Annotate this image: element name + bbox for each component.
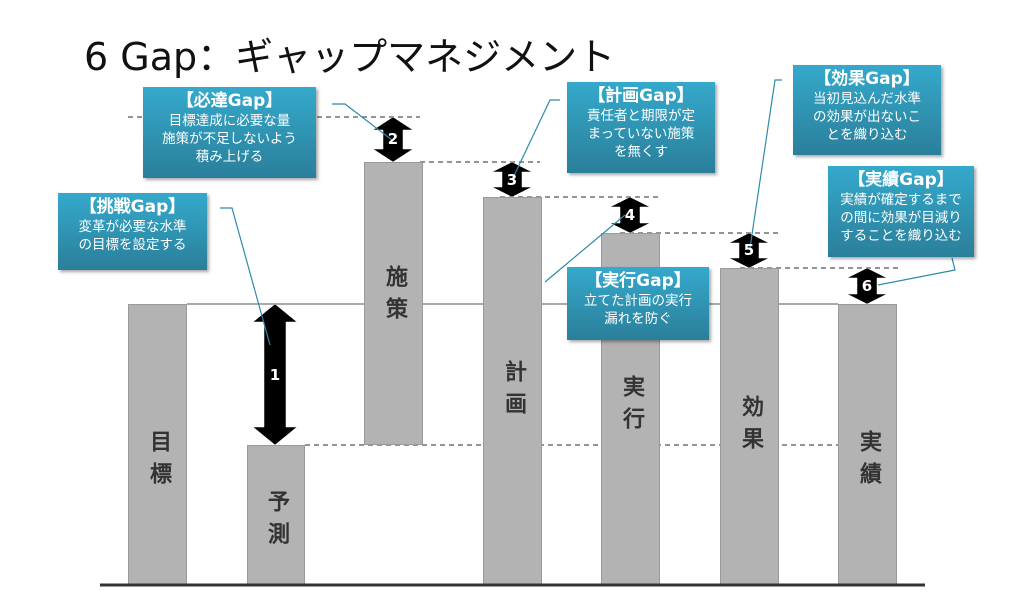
gap-number-5: 5 [743,241,755,259]
bar-forecast [247,445,305,585]
callout-line: 変革が必要な水準 [78,219,187,235]
gap-number-6: 6 [861,277,873,295]
callout-line: 実績が確定するまで [840,192,962,208]
gap-number-3: 3 [506,171,518,189]
callout-line: とを織り込む [826,127,908,143]
gap-arrow-5 [728,232,770,269]
callout-line: 施策が不足しないよう [162,131,297,147]
callout-line: の目標を設定する [78,237,187,253]
bar-actual [838,304,897,585]
callout-line: することを織り込む [840,228,962,244]
bar-target [128,304,187,585]
callout-heading: 【実行Gap】 [585,271,691,291]
callout-hittatsu-gap: 【必達Gap】 目標達成に必要な量 施策が不足しないよう 積み上げる [143,87,316,178]
bar-label-forecast: 予測 [264,490,289,554]
bar-label-effect: 効果 [738,395,763,459]
page-title: 6 Gap：ギャップマネジメント [84,35,616,79]
bar-measures [364,162,423,445]
callout-heading: 【計画Gap】 [588,86,694,106]
bar-label-execution: 実行 [619,375,644,439]
callout-jikkou-gap: 【実行Gap】 立てた計画の実行 漏れを防ぐ [567,267,709,340]
callout-line: 立てた計画の実行 [584,293,692,309]
bar-label-actual: 実績 [856,430,881,494]
gap-number-2: 2 [387,130,399,148]
bar-label-measures: 施策 [382,265,407,329]
callout-line: 積み上げる [195,149,264,165]
callout-heading: 【必達Gap】 [176,91,283,111]
callout-line: 責任者と期限が定 [587,108,695,124]
callout-heading: 【効果Gap】 [814,69,920,89]
callout-keikaku-gap: 【計画Gap】 責任者と期限が定 まっていない施策 を無くす [567,82,715,173]
leader-lines [220,79,956,346]
bar-label-target: 目標 [146,430,171,494]
callout-line: まっていない施策 [587,126,695,142]
gap-arrow-1 [252,303,298,446]
callout-line: 目標達成に必要な量 [168,113,291,129]
callout-chousen-gap: 【挑戦Gap】 変革が必要な水準 の目標を設定する [58,193,207,270]
gap-arrow-6 [846,267,888,305]
callout-heading: 【挑戦Gap】 [79,197,186,217]
gap-number-4: 4 [624,206,636,224]
callout-line: の効果が出ないこ [813,109,921,125]
callout-heading: 【実績Gap】 [848,170,954,190]
callout-jisseki-gap: 【実績Gap】 実績が確定するまで の間に効果が目減り することを織り込む [828,166,974,257]
callout-line: を無くす [614,144,668,160]
callout-line: の間に効果が目減り [840,210,962,226]
callout-kouka-gap: 【効果Gap】 当初見込んだ水準 の効果が出ないこ とを織り込む [793,65,941,155]
gap-arrow-4 [609,196,651,234]
callout-line: 当初見込んだ水準 [813,91,921,107]
bar-effect [720,268,779,585]
gap-number-1: 1 [269,366,281,384]
bar-label-plan: 計画 [501,360,526,424]
callout-line: 漏れを防ぐ [604,311,672,327]
